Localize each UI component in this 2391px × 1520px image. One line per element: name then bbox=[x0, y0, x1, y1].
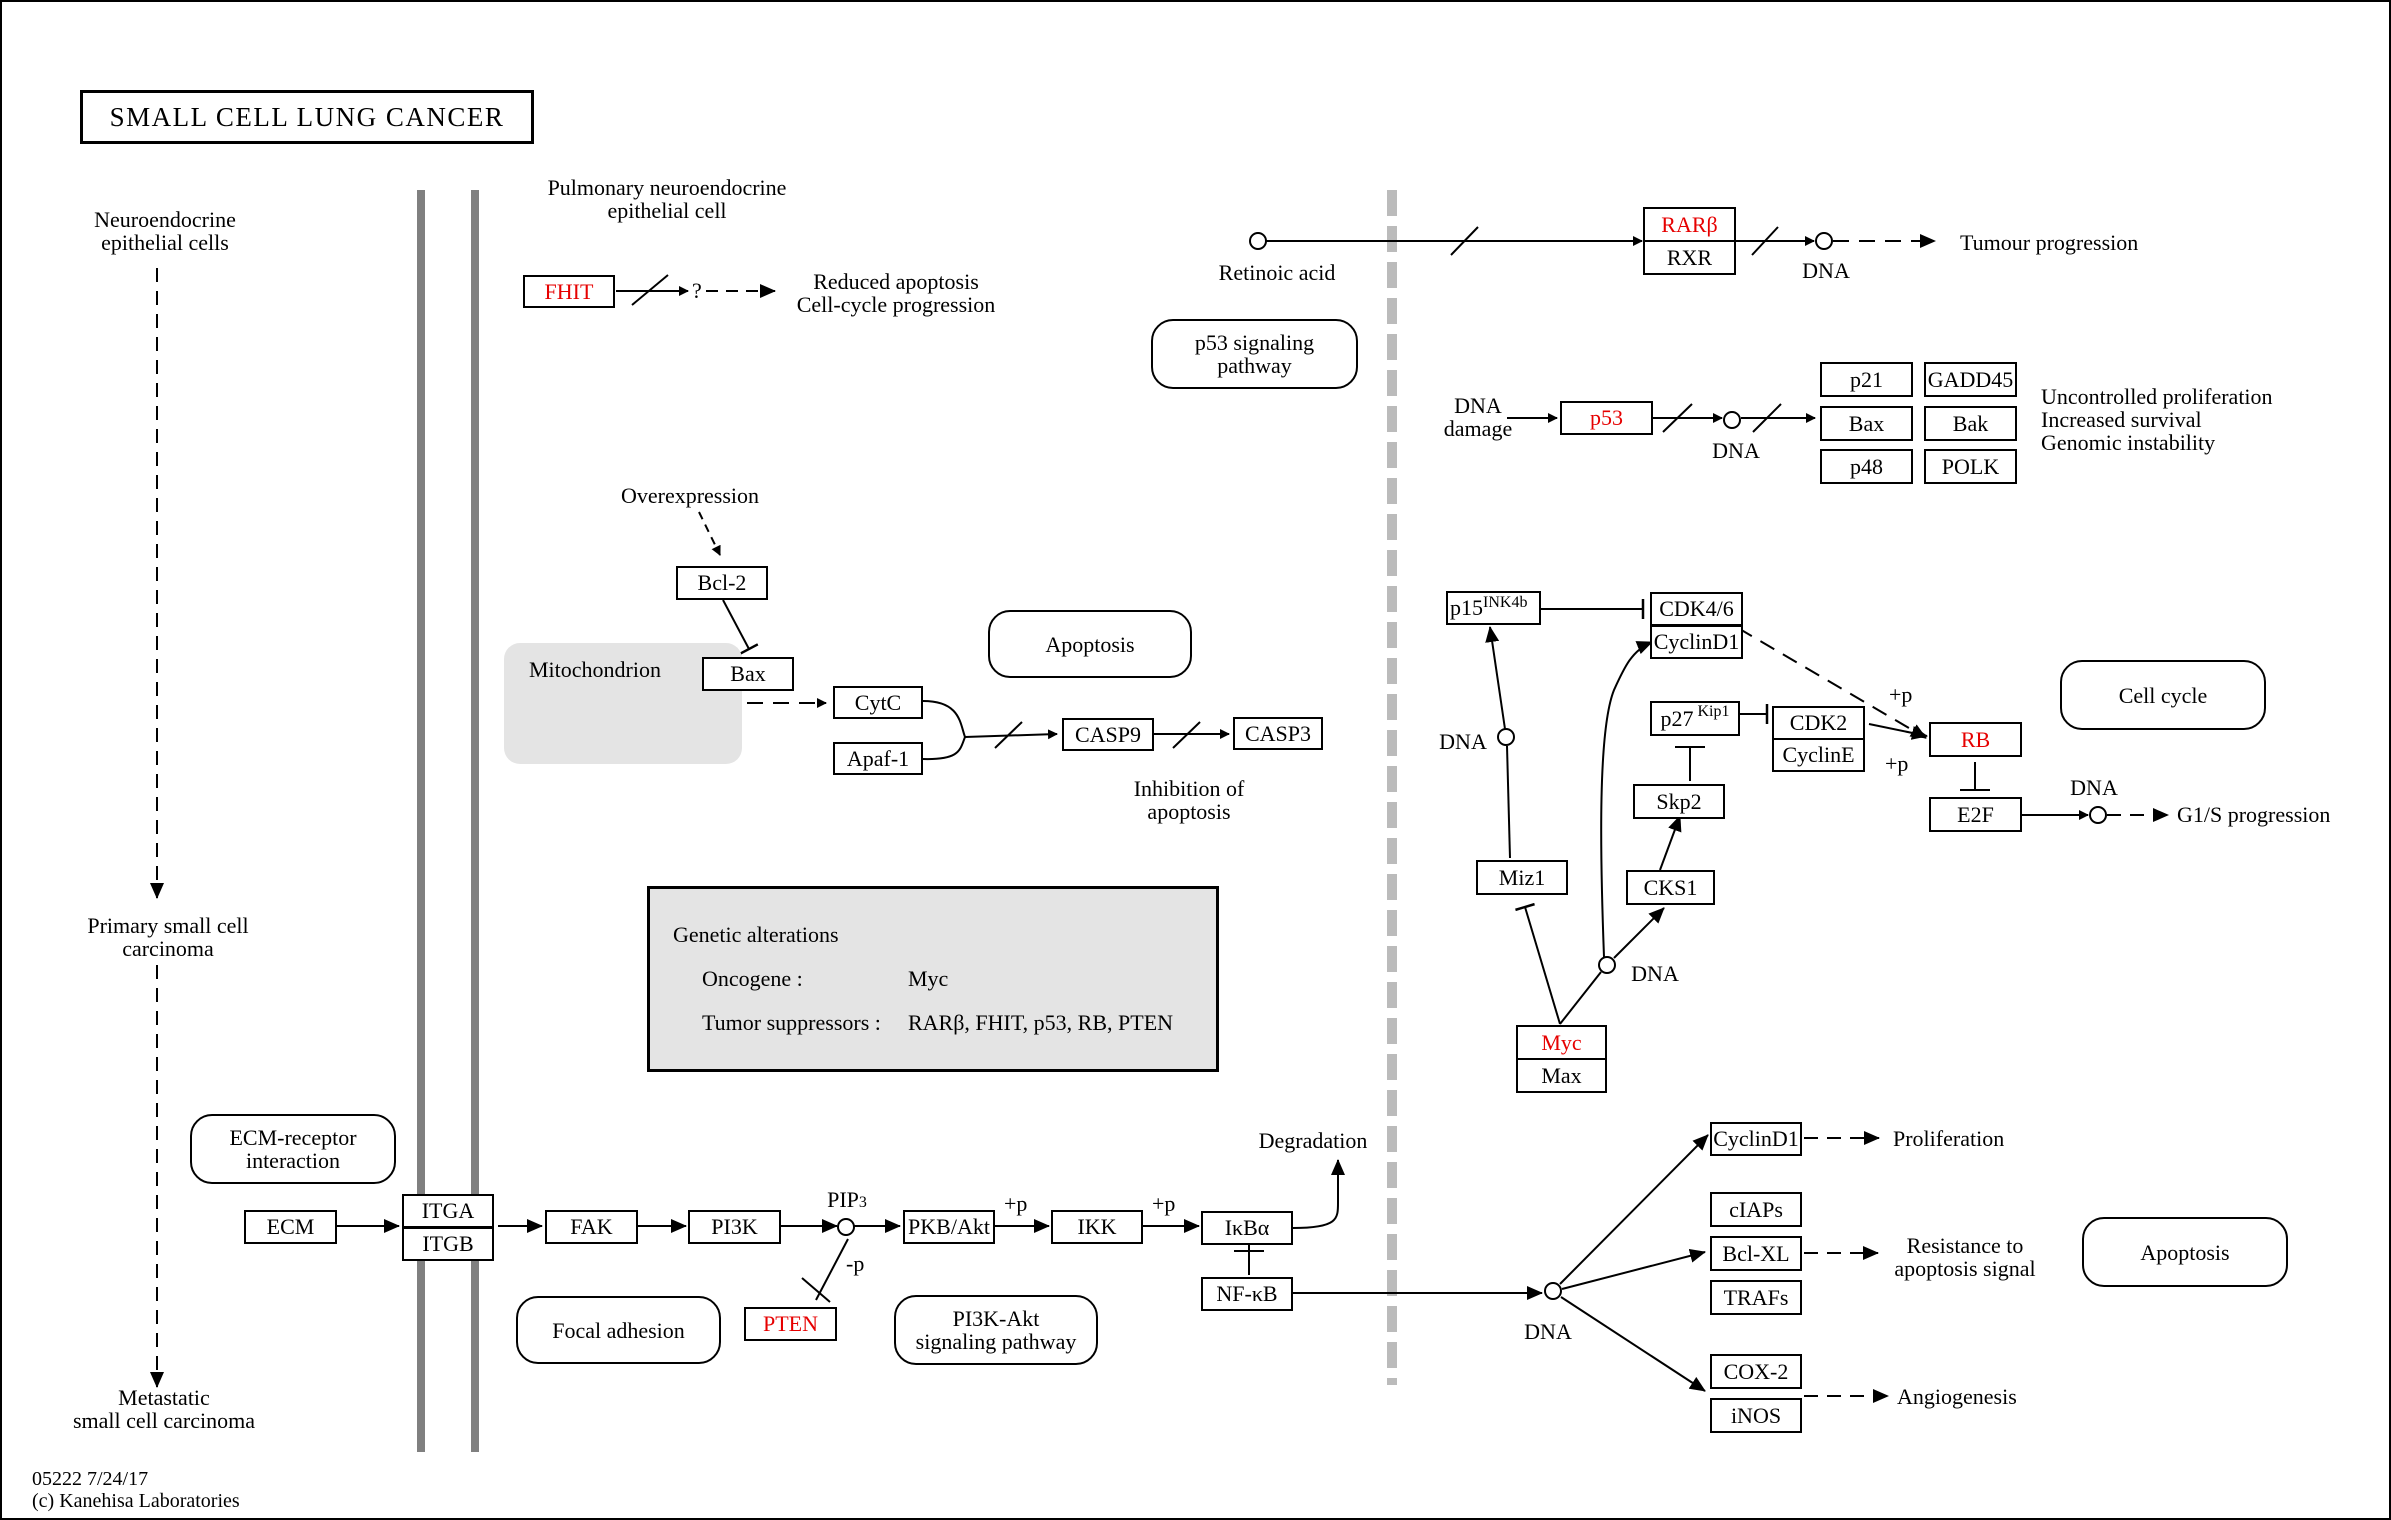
gene-myc[interactable]: Myc bbox=[1516, 1025, 1607, 1060]
pathway-focal-adhesion[interactable]: Focal adhesion bbox=[516, 1296, 721, 1364]
dna-label-miz1: DNA bbox=[1439, 729, 1487, 754]
gene-polk[interactable]: POLK bbox=[1924, 449, 2017, 484]
g1s-progression-label: G1/S progression bbox=[2177, 802, 2331, 827]
gene-nfkb[interactable]: NF-κB bbox=[1201, 1277, 1293, 1311]
pathway-apoptosis-2[interactable]: Apoptosis bbox=[2082, 1217, 2288, 1287]
suppressor-value: RARβ, FHIT, p53, RB, PTEN bbox=[908, 1010, 1174, 1035]
phospho-label-1: +p bbox=[1889, 682, 1913, 707]
gene-pi3k[interactable]: PI3K bbox=[688, 1210, 781, 1244]
gene-p21[interactable]: p21 bbox=[1820, 362, 1913, 397]
gene-ikk[interactable]: IKK bbox=[1051, 1210, 1143, 1244]
gene-cdk46[interactable]: CDK4/6 bbox=[1650, 592, 1743, 626]
gene-ciaps[interactable]: cIAPs bbox=[1710, 1192, 1802, 1227]
gene-ikba[interactable]: IκBα bbox=[1201, 1211, 1293, 1245]
tumour-progression-label: Tumour progression bbox=[1960, 230, 2139, 255]
gene-trafs[interactable]: TRAFs bbox=[1710, 1280, 1802, 1315]
degradation-label: Degradation bbox=[1258, 1128, 1368, 1153]
gene-e2f[interactable]: E2F bbox=[1929, 797, 2022, 832]
dna-label-e2f: DNA bbox=[2070, 775, 2118, 800]
phospho-label-ikk: +p bbox=[1152, 1191, 1176, 1216]
genetic-alterations-panel: Genetic alterations Oncogene : Myc Tumor… bbox=[647, 886, 1219, 1072]
gene-apaf1[interactable]: Apaf-1 bbox=[833, 742, 923, 775]
pathway-apoptosis-1[interactable]: Apoptosis bbox=[988, 610, 1192, 678]
gene-bak[interactable]: Bak bbox=[1924, 406, 2017, 441]
gene-cycline[interactable]: CyclinE bbox=[1772, 738, 1865, 772]
gene-cyclind1-cc[interactable]: CyclinD1 bbox=[1650, 625, 1743, 659]
copyright: (c) Kanehisa Laboratories bbox=[32, 1490, 240, 1512]
gene-cytc[interactable]: CytC bbox=[833, 686, 923, 719]
genetic-alterations-heading: Genetic alterations bbox=[673, 922, 839, 947]
gene-skp2[interactable]: Skp2 bbox=[1633, 784, 1725, 819]
gene-casp9[interactable]: CASP9 bbox=[1062, 718, 1154, 751]
gene-pten[interactable]: PTEN bbox=[744, 1307, 837, 1341]
retinoic-acid-label: Retinoic acid bbox=[1218, 260, 1336, 285]
angiogenesis-label: Angiogenesis bbox=[1897, 1384, 2017, 1409]
gene-itgb[interactable]: ITGB bbox=[402, 1227, 494, 1261]
unknown-mark: ? bbox=[692, 278, 702, 303]
gene-cks1[interactable]: CKS1 bbox=[1626, 870, 1715, 905]
dephospho-label: -p bbox=[846, 1251, 865, 1276]
gene-cdk2[interactable]: CDK2 bbox=[1772, 706, 1865, 740]
gene-gadd45[interactable]: GADD45 bbox=[1924, 362, 2017, 397]
gene-max[interactable]: Max bbox=[1516, 1058, 1607, 1093]
gene-rb[interactable]: RB bbox=[1929, 722, 2022, 757]
gene-itga[interactable]: ITGA bbox=[402, 1194, 494, 1228]
oncogene-value: Myc bbox=[908, 966, 949, 991]
gene-cox2[interactable]: COX-2 bbox=[1710, 1354, 1802, 1389]
dna-label-p53: DNA bbox=[1712, 438, 1760, 463]
dna-label-myc: DNA bbox=[1631, 961, 1679, 986]
proliferation-label: Proliferation bbox=[1893, 1126, 2005, 1151]
pip3-label: PIP3 bbox=[827, 1187, 867, 1212]
suppressor-label: Tumor suppressors : bbox=[702, 1010, 881, 1035]
pathway-cell-cycle[interactable]: Cell cycle bbox=[2060, 660, 2266, 730]
map-id: 05222 7/24/17 bbox=[32, 1468, 149, 1490]
gene-fhit[interactable]: FHIT bbox=[523, 275, 615, 308]
gene-ecm[interactable]: ECM bbox=[244, 1210, 337, 1244]
gene-inos[interactable]: iNOS bbox=[1710, 1398, 1802, 1433]
overexpression-label: Overexpression bbox=[620, 483, 760, 508]
gene-miz1[interactable]: Miz1 bbox=[1476, 860, 1568, 895]
gene-bax-p53[interactable]: Bax bbox=[1820, 406, 1913, 441]
gene-rarb[interactable]: RARβ bbox=[1643, 207, 1736, 242]
gene-p48[interactable]: p48 bbox=[1820, 449, 1913, 484]
map-title: SMALL CELL LUNG CANCER bbox=[80, 90, 534, 144]
gene-pkb-akt[interactable]: PKB/Akt bbox=[903, 1210, 995, 1244]
phospho-label-pkb: +p bbox=[1004, 1191, 1028, 1216]
gene-bcl-xl[interactable]: Bcl-XL bbox=[1710, 1236, 1802, 1271]
gene-bcl2[interactable]: Bcl-2 bbox=[676, 566, 768, 600]
phospho-label-2: +p bbox=[1885, 751, 1909, 776]
oncogene-label: Oncogene : bbox=[702, 966, 803, 991]
dna-label-nfkb: DNA bbox=[1524, 1319, 1572, 1344]
gene-bax[interactable]: Bax bbox=[702, 657, 794, 691]
gene-cyclind1-nfkb[interactable]: CyclinD1 bbox=[1710, 1122, 1802, 1156]
gene-rxr[interactable]: RXR bbox=[1643, 240, 1736, 275]
gene-p53[interactable]: p53 bbox=[1560, 401, 1653, 435]
dna-label-rar: DNA bbox=[1802, 258, 1850, 283]
gene-casp3[interactable]: CASP3 bbox=[1233, 717, 1323, 750]
gene-fak[interactable]: FAK bbox=[545, 1210, 638, 1244]
mitochondrion-label: Mitochondrion bbox=[529, 657, 661, 682]
